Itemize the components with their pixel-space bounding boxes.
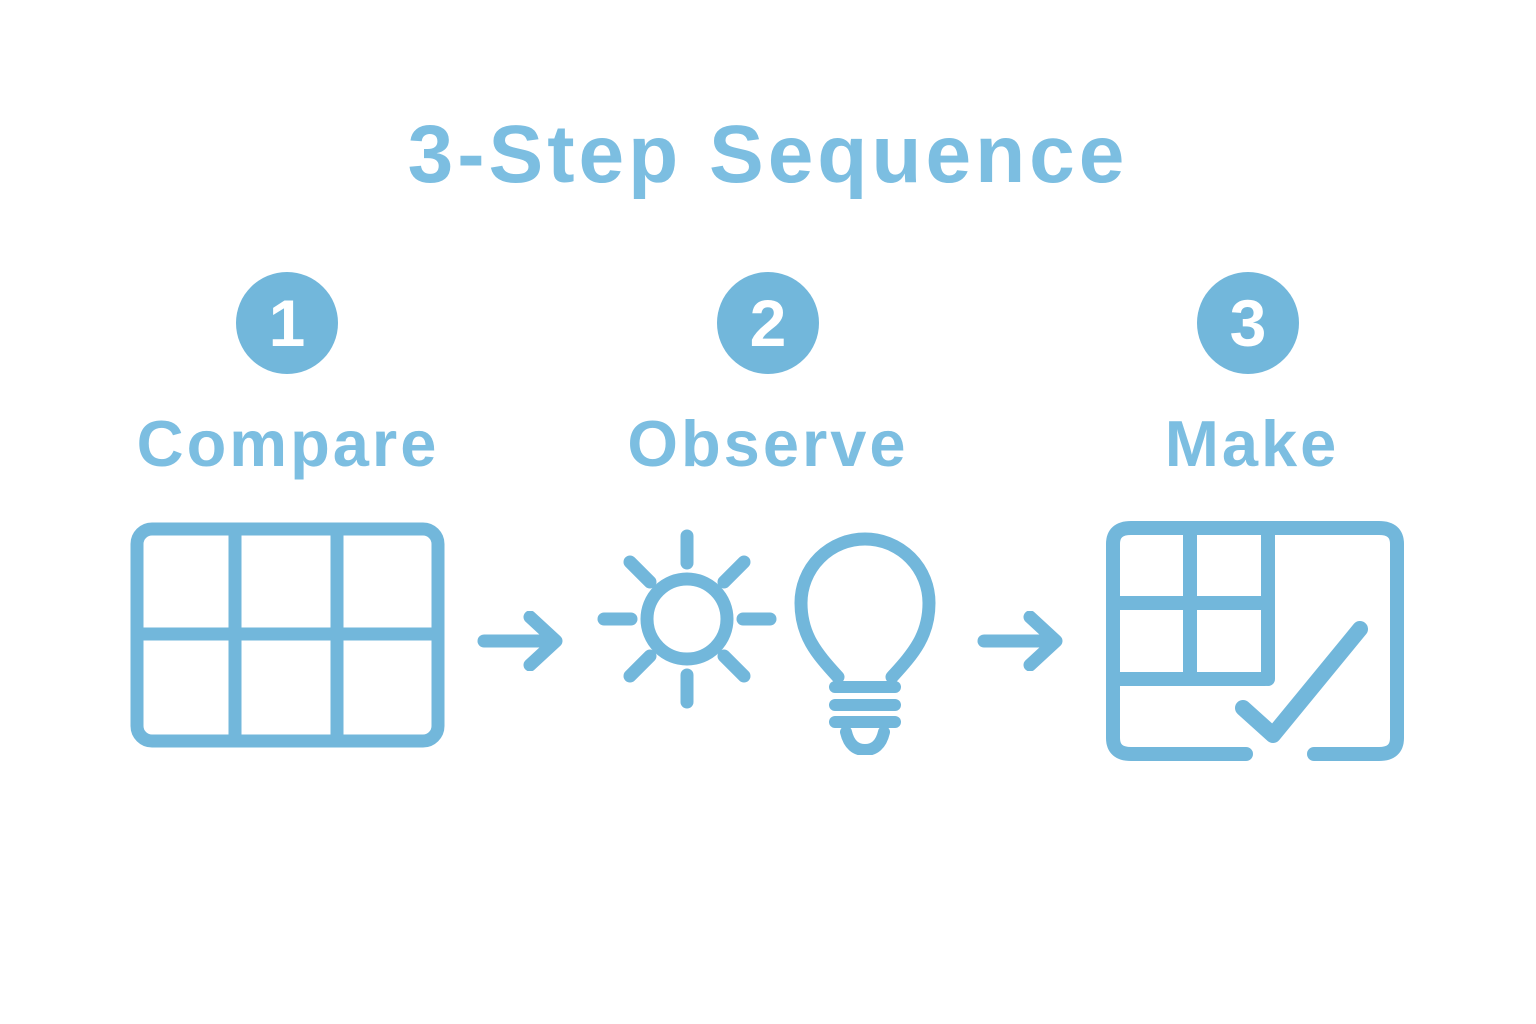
step-1-label: Compare [136, 407, 440, 480]
right-arrow-icon [977, 611, 1065, 671]
step-2-number-badge: 2 [717, 272, 819, 374]
grid-with-checkmark-icon [1105, 518, 1405, 763]
sun-icon [595, 527, 780, 712]
table-grid-3x2-icon [130, 522, 445, 748]
step-1-number-badge: 1 [236, 272, 338, 374]
step-3-number: 3 [1229, 286, 1267, 360]
diagram-title: 3-Step Sequence [407, 109, 1129, 200]
step-1-number: 1 [268, 286, 306, 360]
lightbulb-icon [793, 527, 943, 755]
step-2-label: Observe [627, 407, 909, 480]
step-3-label: Make [1164, 407, 1340, 480]
right-arrow-icon [477, 611, 565, 671]
step-2-number: 2 [749, 286, 787, 360]
step-3-number-badge: 3 [1197, 272, 1299, 374]
